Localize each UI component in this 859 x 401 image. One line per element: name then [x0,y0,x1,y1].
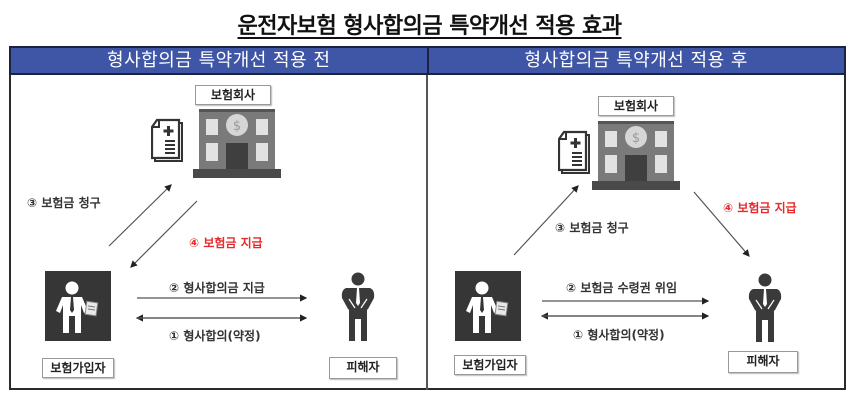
bank-building-icon: $ [193,109,281,178]
table-header-row: 형사합의금 특약개선 적용 전 형사합의금 특약개선 적용 후 [9,46,846,75]
bank-building-icon: $ [592,121,680,190]
step4-payout: ④ 보험금 지급 [723,201,797,215]
step3-claim: ③ 보험금 청구 [27,196,101,210]
document-icon [558,130,590,174]
header-after: 형사합의금 특약개선 적용 후 [426,48,845,73]
step2-settlement-payment: ② 형사합의금 지급 [169,281,265,295]
victim-icon [748,273,782,342]
diagram-title: 운전자보험 형사합의금 특약개선 적용 효과 [0,8,859,40]
policyholder-label: 보험가입자 [454,355,526,375]
victim-label: 피해자 [728,351,798,373]
document-icon [151,118,183,162]
panel-after: 보험회사 $ ③ 보험금 청구 [428,75,844,389]
step4-payout: ④ 보험금 지급 [189,236,263,250]
header-before: 형사합의금 특약개선 적용 전 [107,50,331,71]
insurer-label: 보험회사 [598,96,674,116]
diagram-title-text: 운전자보험 형사합의금 특약개선 적용 효과 [237,14,622,39]
step1-settlement-agreement: ① 형사합의(약정) [169,329,261,343]
victim-label: 피해자 [329,357,397,379]
svg-text:$: $ [632,131,640,146]
step1-settlement-agreement: ① 형사합의(약정) [573,328,665,342]
insurer-label: 보험회사 [195,85,271,105]
policyholder-icon [455,271,521,341]
column-divider [426,75,428,390]
step2-delegation: ② 보험금 수령권 위임 [566,281,678,295]
policyholder-label: 보험가입자 [42,358,114,378]
panel-before: 보험회사 $ [11,75,426,389]
victim-icon [341,272,375,341]
svg-text:$: $ [233,119,241,134]
step3-claim: ③ 보험금 청구 [555,221,629,235]
policyholder-icon [45,271,111,341]
